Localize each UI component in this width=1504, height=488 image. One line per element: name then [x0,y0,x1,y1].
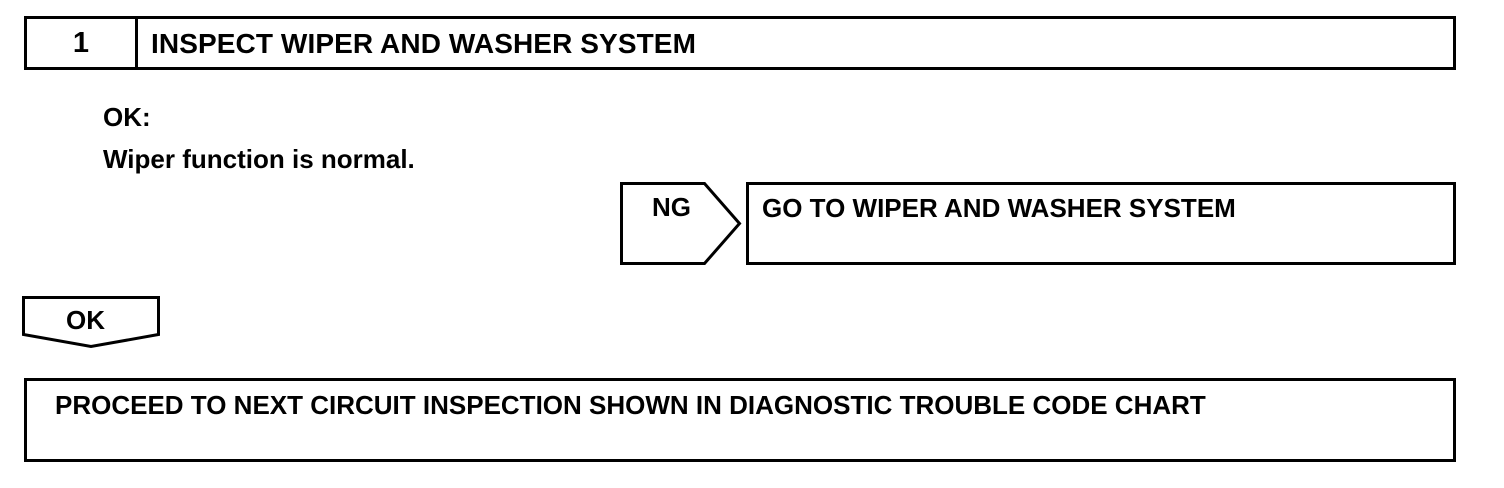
next-step-box: PROCEED TO NEXT CIRCUIT INSPECTION SHOWN… [24,378,1456,462]
ng-result-text: GO TO WIPER AND WASHER SYSTEM [762,193,1236,223]
ng-label: NG [652,192,691,222]
criteria-description: Wiper function is normal. [103,144,415,174]
step-number: 1 [27,19,138,67]
ng-arrow-shape [620,182,742,265]
ok-arrow-shape [22,296,160,349]
ok-criteria: OK: Wiper function is normal. [103,96,415,180]
criteria-heading: OK: [103,102,151,132]
step-title: INSPECT WIPER AND WASHER SYSTEM [151,28,696,59]
step-header: 1 INSPECT WIPER AND WASHER SYSTEM [24,16,1456,70]
ng-result-box: GO TO WIPER AND WASHER SYSTEM [746,182,1456,265]
ok-label: OK [66,305,105,335]
next-step-text: PROCEED TO NEXT CIRCUIT INSPECTION SHOWN… [55,390,1206,420]
